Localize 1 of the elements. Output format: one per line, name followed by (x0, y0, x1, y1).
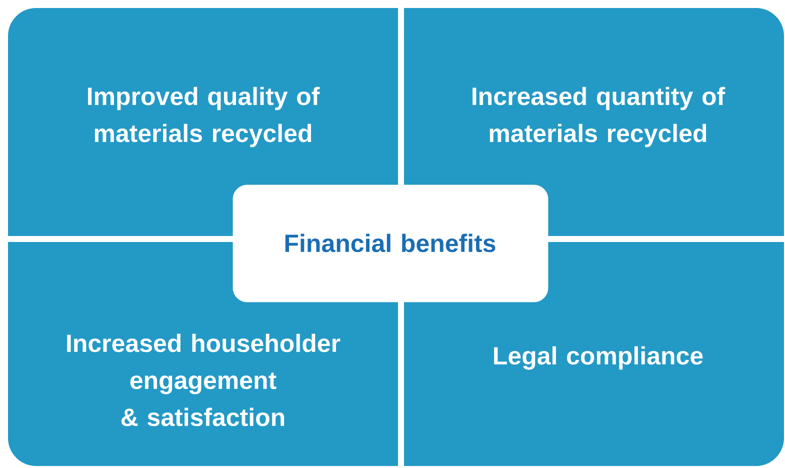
center-box: Financial benefits (232, 184, 548, 302)
